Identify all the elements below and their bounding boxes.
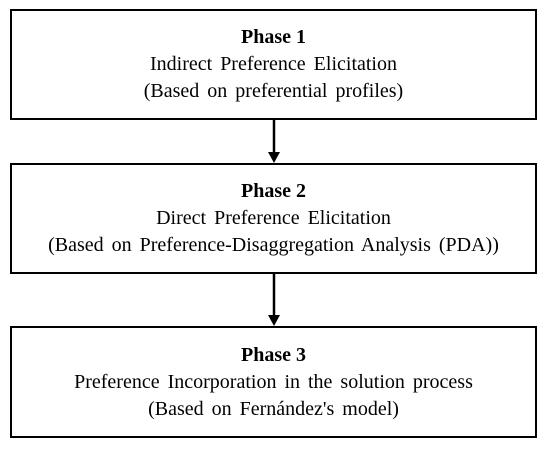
- phase-3-title: Phase 3: [241, 343, 306, 366]
- phase-2-description: Direct Preference Elicitation: [156, 207, 391, 229]
- arrow-phase-2-to-3: [268, 274, 280, 326]
- phase-2-box: Phase 2 Direct Preference Elicitation (B…: [10, 163, 537, 274]
- phase-3-box: Phase 3 Preference Incorporation in the …: [10, 326, 537, 438]
- phase-3-description: Preference Incorporation in the solution…: [74, 370, 473, 393]
- phase-2-title: Phase 2: [241, 180, 306, 202]
- arrow-phase-1-to-2: [268, 120, 280, 163]
- phase-3-basis: (Based on Fernández's model): [148, 397, 399, 420]
- phase-1-basis: (Based on preferential profiles): [143, 80, 404, 102]
- phase-1-description: Indirect Preference Elicitation: [150, 53, 397, 75]
- phase-2-basis: (Based on Preference-Disaggregation Anal…: [48, 234, 499, 256]
- phase-1-box: Phase 1 Indirect Preference Elicitation …: [10, 9, 537, 120]
- phase-1-title: Phase 1: [241, 26, 306, 48]
